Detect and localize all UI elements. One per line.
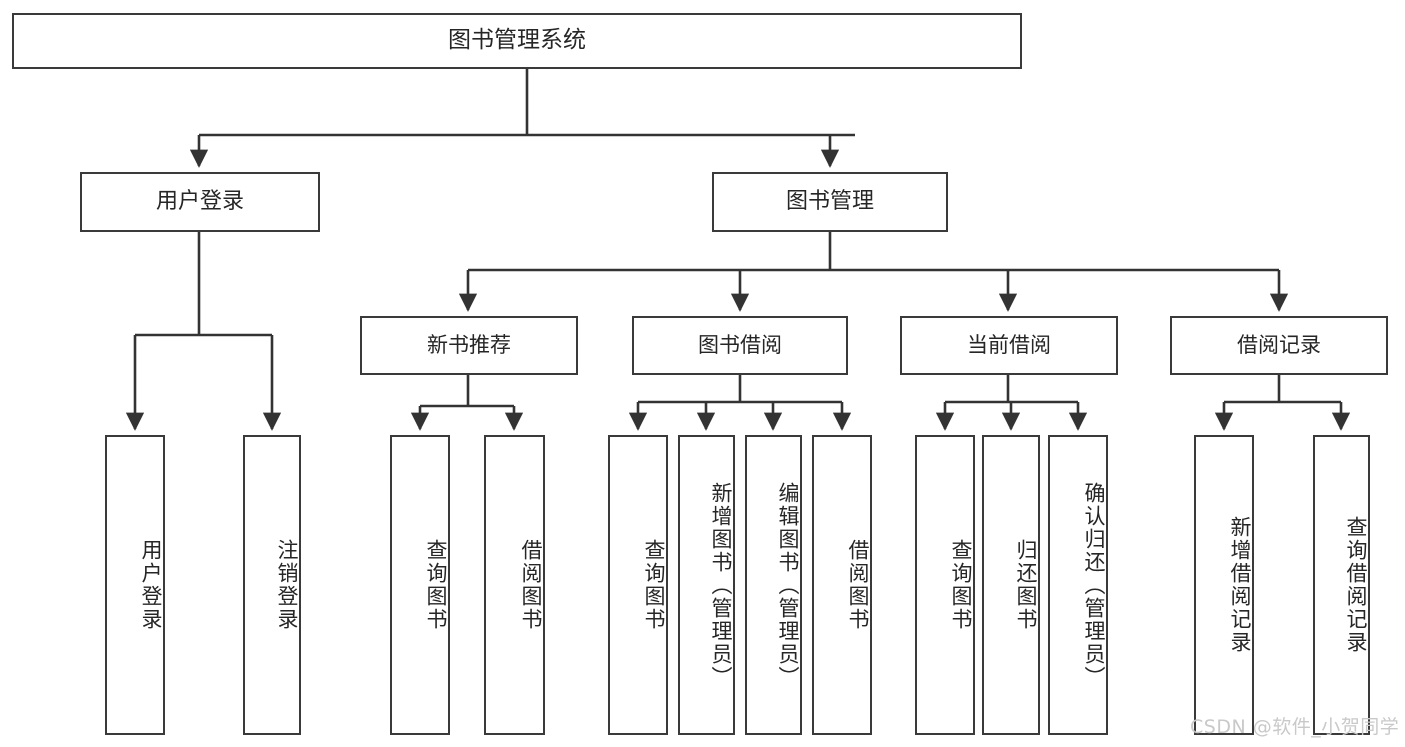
leaf-label: 查询图书 [424, 539, 448, 631]
node-leaf-edit-book-admin[interactable]: 编辑图书（管理员） [745, 435, 802, 735]
node-leaf-user-login[interactable]: 用户登录 [105, 435, 165, 735]
node-leaf-query-borrow-record[interactable]: 查询借阅记录 [1313, 435, 1370, 735]
node-current-borrow[interactable]: 当前借阅 [900, 316, 1118, 375]
node-borrow-record[interactable]: 借阅记录 [1170, 316, 1388, 375]
node-leaf-add-book-admin[interactable]: 新增图书（管理员） [678, 435, 735, 735]
node-book-borrow[interactable]: 图书借阅 [632, 316, 848, 375]
node-user-login[interactable]: 用户登录 [80, 172, 320, 232]
node-leaf-borrow-book[interactable]: 借阅图书 [812, 435, 872, 735]
leaf-label: 用户登录 [139, 539, 163, 631]
node-leaf-logout[interactable]: 注销登录 [243, 435, 301, 735]
leaf-label: 查询借阅记录 [1344, 516, 1368, 654]
leaf-label: 查询图书 [642, 539, 666, 631]
node-leaf-query-book-current[interactable]: 查询图书 [915, 435, 975, 735]
leaf-label: 归还图书 [1014, 539, 1038, 631]
node-root-system[interactable]: 图书管理系统 [12, 13, 1022, 69]
node-leaf-query-book-newbook[interactable]: 查询图书 [390, 435, 450, 735]
node-leaf-borrow-book-newbook[interactable]: 借阅图书 [484, 435, 545, 735]
leaf-label: 编辑图书（管理员） [776, 481, 800, 689]
leaf-label: 新增图书（管理员） [709, 481, 733, 689]
node-leaf-return-book[interactable]: 归还图书 [982, 435, 1040, 735]
leaf-label: 注销登录 [275, 539, 299, 631]
leaf-label: 新增借阅记录 [1228, 516, 1252, 654]
node-leaf-confirm-return-admin[interactable]: 确认归还（管理员） [1048, 435, 1108, 735]
node-new-book-recommend[interactable]: 新书推荐 [360, 316, 578, 375]
node-leaf-add-borrow-record[interactable]: 新增借阅记录 [1194, 435, 1254, 735]
node-leaf-query-book-borrow[interactable]: 查询图书 [608, 435, 668, 735]
node-book-management[interactable]: 图书管理 [712, 172, 948, 232]
leaf-label: 借阅图书 [519, 539, 543, 631]
leaf-label: 查询图书 [949, 539, 973, 631]
leaf-label: 确认归还（管理员） [1082, 481, 1106, 689]
leaf-label: 借阅图书 [846, 539, 870, 631]
